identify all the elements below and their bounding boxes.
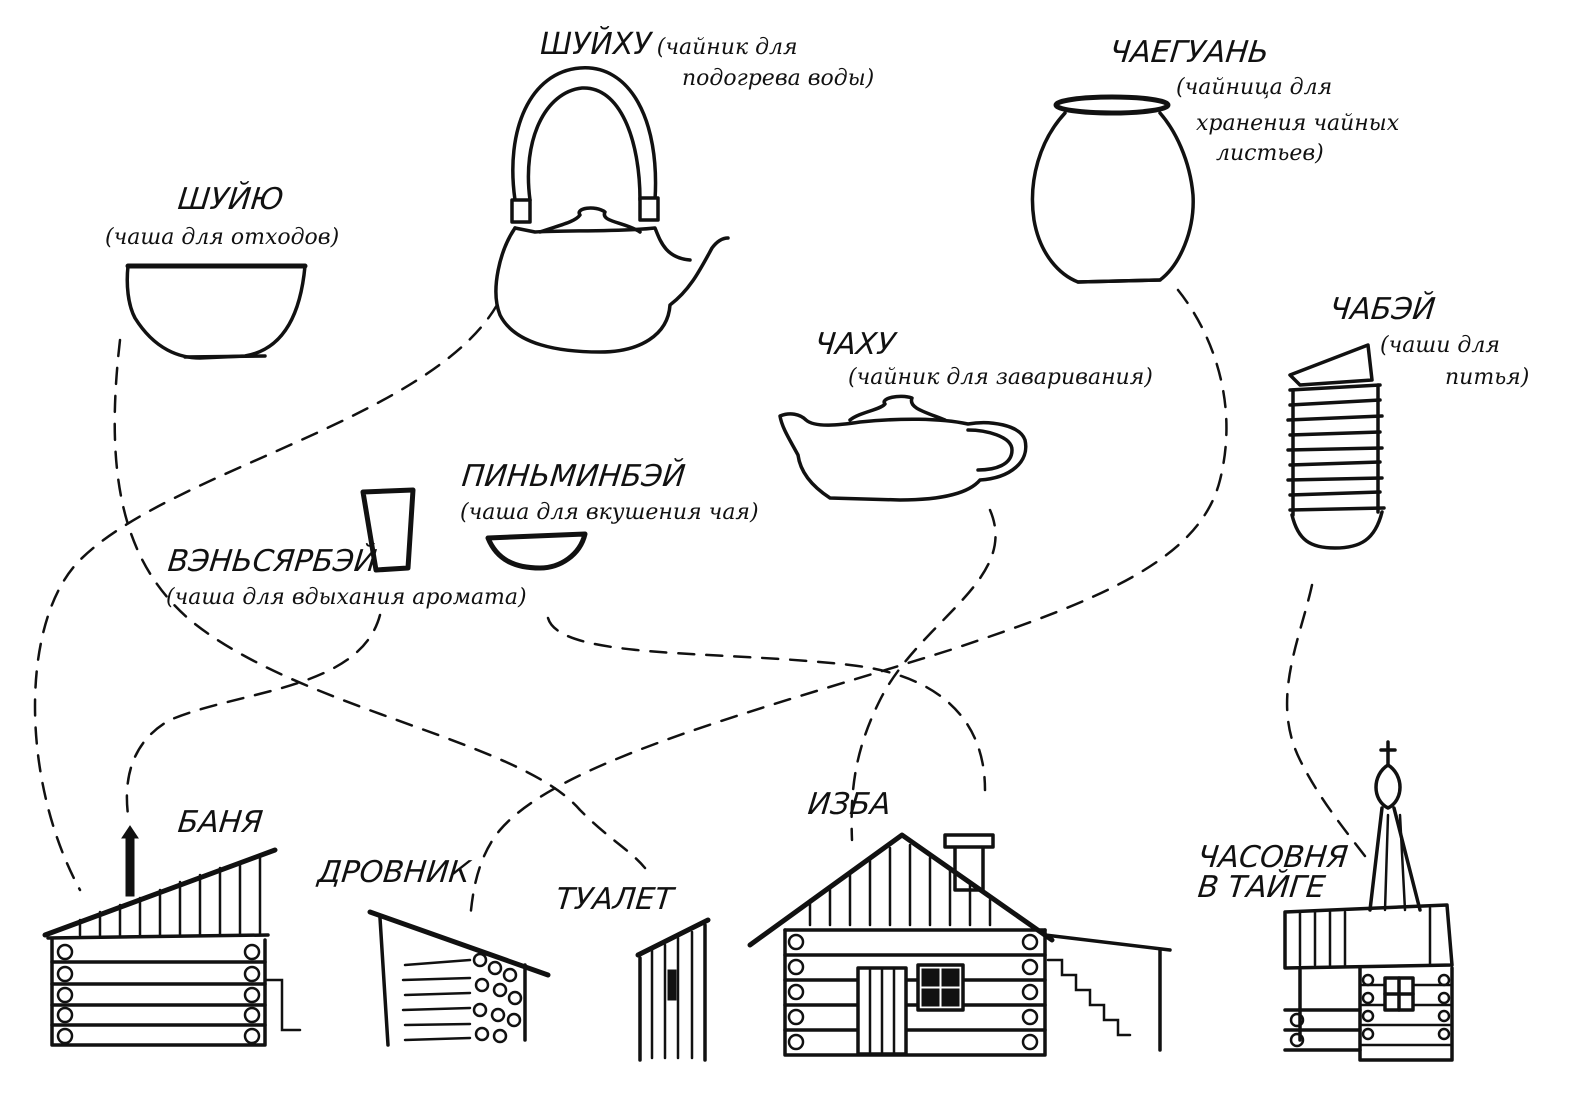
label-shuihu-desc-2: подогрева воды)	[682, 66, 875, 91]
label-chabei: ЧАБЭЙ	[1328, 292, 1437, 327]
label-wenxiangbei-desc: (чаша для вдыхания аромата)	[166, 585, 527, 610]
waste-bowl-icon	[125, 263, 308, 360]
label-chasovnya-1: ЧАСОВНЯ	[1196, 840, 1350, 875]
link-wenxiangbei-banya	[125, 613, 382, 817]
outhouse-icon	[635, 917, 711, 1062]
label-pinmingbei: ПИНЬМИНБЭЙ	[460, 459, 687, 494]
chapel-icon	[1283, 740, 1454, 1062]
link-pinmingbei-izba	[546, 616, 987, 792]
aroma-cup-icon	[360, 487, 416, 573]
link-shuiyu-tualet	[113, 338, 647, 870]
connector-lines	[33, 288, 1370, 922]
label-chaeguan-desc-1: (чайница для	[1176, 75, 1333, 100]
label-chaeguan: ЧАЕГУАНЬ	[1108, 35, 1271, 70]
link-shuihu-banya	[33, 303, 499, 892]
link-chabei-chasovnya	[1285, 583, 1370, 862]
label-chaeguan-desc-3: листьев)	[1216, 141, 1324, 166]
label-banya: БАНЯ	[176, 805, 265, 840]
label-drovnik: ДРОВНИК	[316, 855, 472, 890]
label-chasovnya-2: В ТАЙГЕ	[1196, 870, 1327, 905]
woodshed-icon	[367, 909, 551, 1047]
tea-caddy-jar-icon	[1030, 94, 1195, 284]
kettle-icon	[494, 66, 730, 354]
bathhouse-icon	[42, 825, 302, 1047]
label-chabei-desc-1: (чаши для	[1380, 333, 1500, 358]
label-shuihu: ШУЙХУ (чайник для	[540, 27, 798, 62]
link-chaeguan-drovnik	[468, 288, 1228, 922]
label-shuiyu-desc: (чаша для отходов)	[105, 225, 340, 250]
utensil-desc: (чайник для	[656, 35, 798, 60]
log-ends-left	[56, 943, 261, 1045]
label-chahu: ЧАХУ	[813, 327, 897, 362]
label-chaeguan-desc-2: хранения чайных	[1196, 111, 1400, 136]
label-izba: ИЗБА	[806, 787, 893, 822]
link-chahu-izba	[850, 508, 997, 842]
tasting-cup-icon	[485, 531, 588, 571]
label-shuiyu: ШУЙЮ	[176, 182, 286, 217]
utensil-name: ШУЙХУ	[540, 27, 652, 62]
teapot-icon	[778, 394, 1028, 502]
label-wenxiangbei: ВЭНЬСЯРБЭЙ	[166, 544, 379, 579]
label-tualet: ТУАЛЕТ	[554, 882, 675, 917]
label-pinmingbei-desc: (чаша для вкушения чая)	[460, 500, 759, 525]
label-chabei-desc-2: питья)	[1445, 365, 1530, 390]
stacked-cups-icon	[1286, 343, 1386, 550]
label-chahu-desc: (чайник для заваривания)	[848, 365, 1153, 390]
log-house-icon	[747, 832, 1172, 1057]
